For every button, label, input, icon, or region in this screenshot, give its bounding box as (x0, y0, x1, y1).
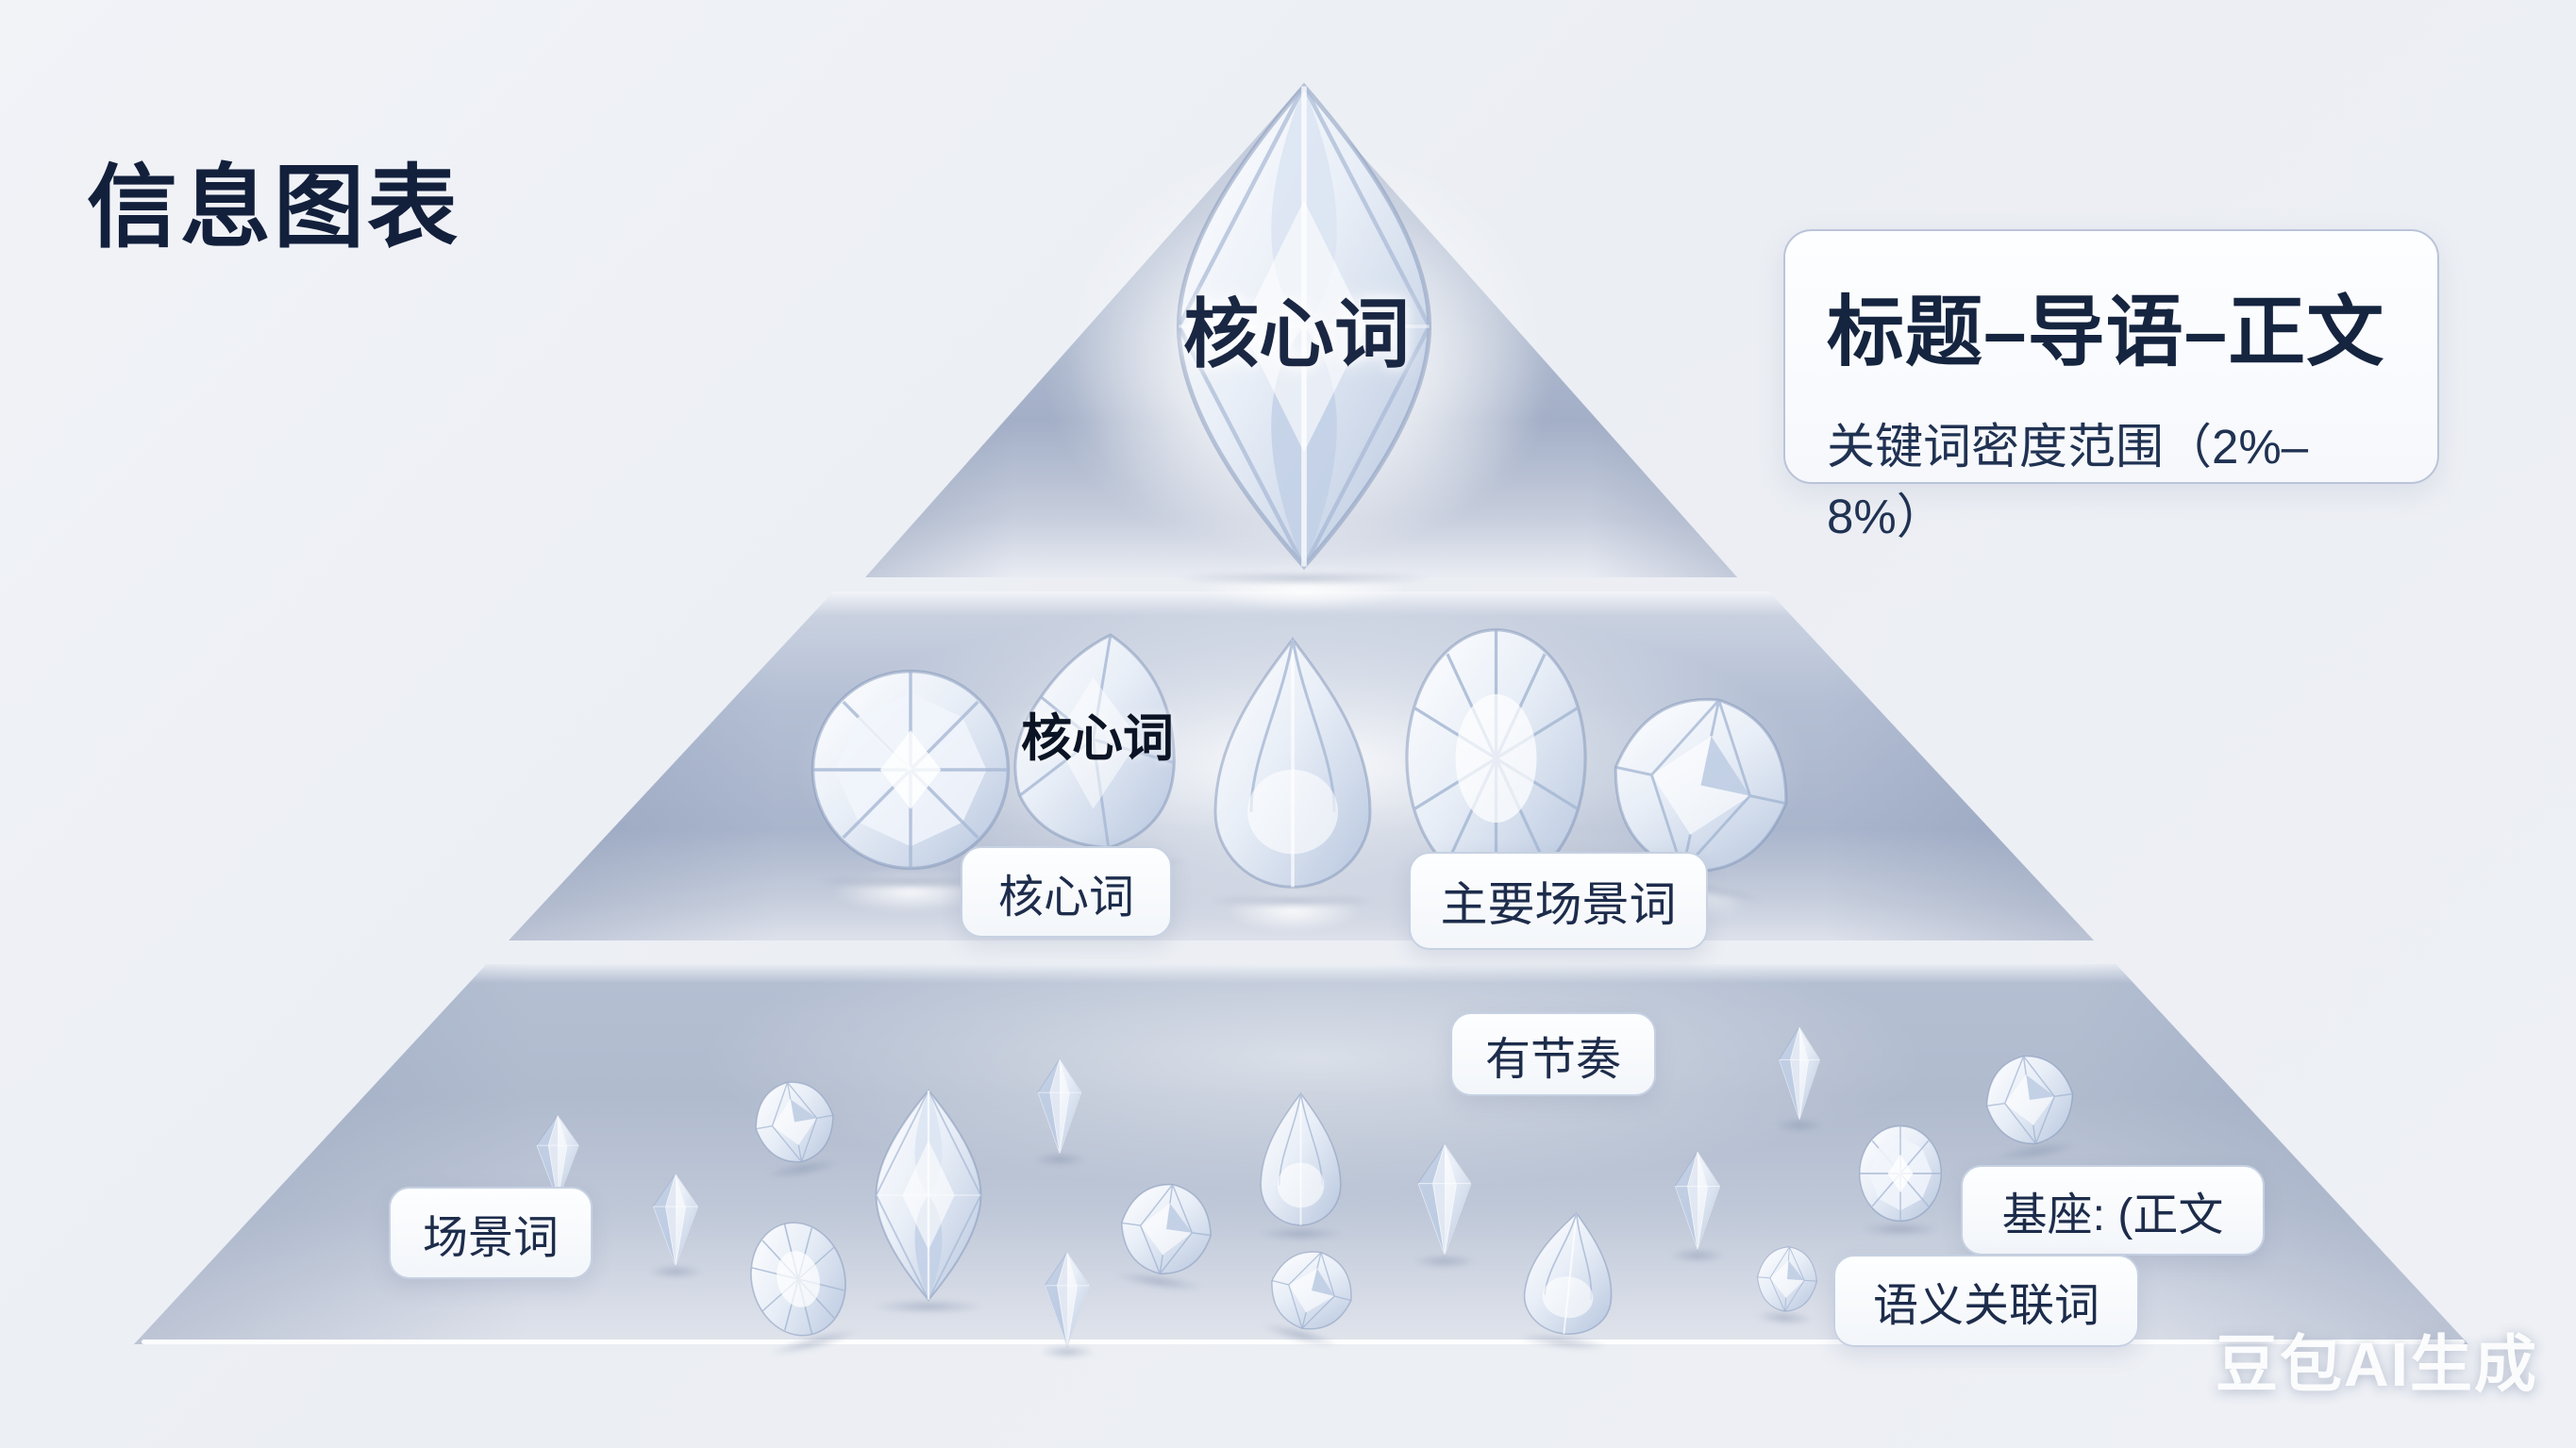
diamond-icon (644, 1172, 707, 1269)
diamond-icon (1771, 1024, 1828, 1123)
tier-top-gem-label: 核心词 (1183, 292, 1410, 376)
label-core-word: 核心词 (961, 846, 1172, 938)
label-rhythm: 有节奏 (1450, 1012, 1656, 1096)
diamond-icon (1751, 1241, 1822, 1318)
label-semantic-related-words: 语义关联词 (1833, 1255, 2139, 1347)
diamond-icon (1975, 1044, 2083, 1155)
diamond-icon (1511, 1205, 1630, 1345)
diamond-icon (1110, 1173, 1223, 1286)
label-base-body: 基座: (正文 (1961, 1165, 2265, 1256)
info-box-title: 标题–导语–正文 (1827, 290, 2385, 375)
diamond-icon (744, 1071, 845, 1174)
diamond-icon (1252, 1090, 1349, 1231)
diamond-icon (1855, 1121, 1946, 1226)
diamond-icon (1408, 1141, 1481, 1258)
tier-middle-gem-label: 核心词 (1021, 710, 1174, 767)
diamond-icon (1029, 1057, 1090, 1157)
label-main-scene-words: 主要场景词 (1409, 852, 1708, 950)
label-scene-words: 场景词 (389, 1187, 593, 1279)
diamond-icon (1666, 1149, 1729, 1253)
diamond-icon (866, 1087, 991, 1304)
diamond-pear-icon (1198, 632, 1387, 898)
page-title: 信息图表 (87, 158, 460, 259)
watermark: 豆包AI生成 (2216, 1329, 2538, 1399)
diamond-icon (1036, 1250, 1098, 1349)
info-box: 标题–导语–正文 关键词密度范围（2%–8%） (1783, 229, 2439, 543)
info-box-subtitle: 关键词密度范围（2%–8%） (1827, 420, 2309, 543)
